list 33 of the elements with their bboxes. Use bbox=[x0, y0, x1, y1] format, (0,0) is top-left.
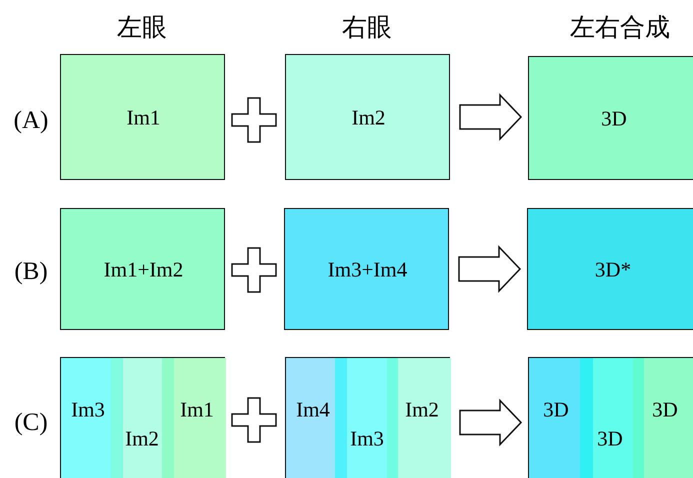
panel-label: Im2 bbox=[125, 426, 159, 452]
image-panel bbox=[285, 54, 450, 180]
column-heading: 左眼 bbox=[117, 12, 167, 44]
image-panel bbox=[284, 208, 449, 330]
panel-label: 3D bbox=[601, 106, 627, 132]
panel-label: Im1+Im2 bbox=[104, 258, 184, 282]
image-panel bbox=[528, 357, 693, 478]
image-panel bbox=[285, 357, 450, 478]
image-panel bbox=[60, 54, 225, 180]
image-panel bbox=[527, 208, 693, 330]
panel-label: 3D* bbox=[594, 258, 632, 282]
image-panel bbox=[60, 208, 225, 330]
panel-label: Im3 bbox=[71, 398, 105, 422]
panel-label: 3D bbox=[652, 398, 678, 422]
panel-label: Im1 bbox=[126, 106, 160, 130]
panel-label: Im3+Im4 bbox=[328, 258, 408, 282]
column-heading: 左右合成 bbox=[570, 12, 670, 44]
block-arrow bbox=[459, 398, 522, 446]
row-label: (C) bbox=[14, 409, 48, 437]
panel-label: 3D bbox=[597, 426, 623, 452]
row-label: (A) bbox=[14, 107, 48, 135]
block-arrow bbox=[459, 93, 522, 141]
panel-label: Im3 bbox=[350, 426, 384, 452]
block-arrow bbox=[458, 245, 522, 293]
panel-label: Im4 bbox=[296, 398, 330, 422]
image-panel bbox=[528, 56, 693, 180]
panel-label: Im1 bbox=[180, 398, 214, 422]
panel-label: 3D bbox=[543, 398, 569, 422]
panel-label: Im2 bbox=[405, 398, 439, 422]
column-heading: 右眼 bbox=[342, 12, 392, 44]
image-panel bbox=[60, 357, 225, 478]
row-label: (B) bbox=[14, 258, 48, 286]
panel-label: Im2 bbox=[352, 106, 386, 130]
